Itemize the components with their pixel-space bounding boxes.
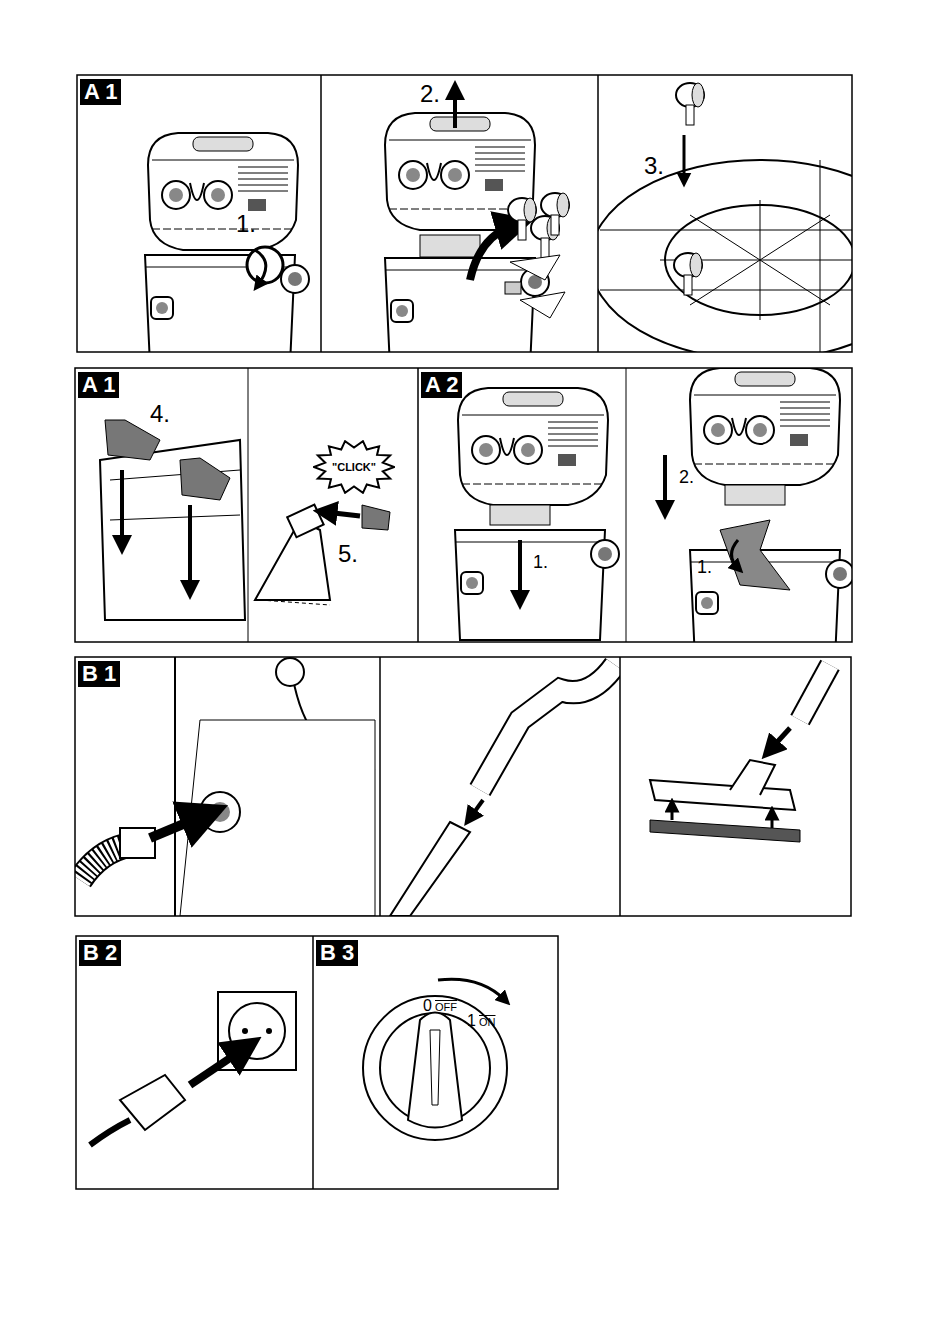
panel-tag: A 1 (80, 79, 121, 105)
step-b1-tube (390, 665, 615, 916)
callout-number: 0 (423, 998, 432, 1014)
step-a1-clip (255, 505, 390, 605)
panel-number: A 1 (84, 79, 117, 105)
callout-number: 1 (467, 1013, 476, 1029)
callout-number: 2. (420, 82, 440, 106)
step-a2-holder (665, 368, 852, 642)
panel-number: B 1 (82, 661, 116, 687)
switch-mark: OFF (435, 1002, 457, 1013)
step-b1-nozzle (650, 665, 830, 842)
panel-tag: A 1 (78, 372, 119, 398)
panel-tag: A 2 (421, 372, 462, 398)
callout-number: 1. (236, 212, 256, 236)
panel-tag: B 3 (316, 940, 358, 966)
click-burst: "CLICK" (313, 440, 395, 494)
step-a1-casters (598, 83, 852, 352)
panel-number: B 3 (320, 940, 354, 966)
step-a1-unlock (145, 133, 309, 352)
callout-number: 5. (338, 542, 358, 566)
step-a2-insert (455, 388, 619, 640)
panel-tag: B 1 (78, 661, 120, 687)
callout-number: 2. (679, 468, 694, 486)
step-b2-plug (90, 992, 296, 1145)
step-a1-holders (100, 420, 245, 620)
step-a1-lift (385, 90, 569, 352)
panel-tag: B 2 (79, 940, 121, 966)
callout-number: 4. (150, 402, 170, 426)
step-b1-hose (80, 657, 375, 916)
step-b3-switch (363, 979, 507, 1140)
panel-frames (75, 75, 852, 1189)
click-text: "CLICK" (332, 461, 376, 473)
callout-number: 1. (697, 558, 712, 576)
panel-number: A 1 (82, 372, 115, 398)
panel-number: A 2 (425, 372, 458, 398)
switch-mark: ON (479, 1017, 496, 1028)
callout-number: 1. (533, 553, 548, 571)
panel-number: B 2 (83, 940, 117, 966)
callout-number: 3. (644, 154, 664, 178)
